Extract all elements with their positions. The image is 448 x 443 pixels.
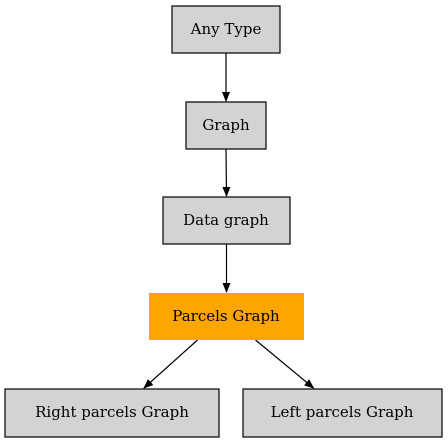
node-graph[interactable]: Graph <box>185 101 267 150</box>
node-label: Left parcels Graph <box>271 403 414 421</box>
node-data-graph[interactable]: Data graph <box>162 196 291 245</box>
node-label: Data graph <box>183 211 269 229</box>
node-parcels-graph[interactable]: Parcels Graph <box>149 293 304 340</box>
edge-parcels-graph-to-right-parcels-graph <box>143 339 198 389</box>
edge-parcels-graph-to-left-parcels-graph <box>255 339 315 389</box>
node-label: Any Type <box>190 20 262 38</box>
edge-graph-to-data-graph <box>222 148 231 197</box>
node-box <box>185 101 267 150</box>
node-left-parcels-graph[interactable]: Left parcels Graph <box>242 388 443 438</box>
node-box <box>4 388 220 438</box>
node-box <box>242 388 443 438</box>
node-label: Parcels Graph <box>172 307 280 325</box>
node-any-type[interactable]: Any Type <box>171 5 281 54</box>
node-box <box>149 293 304 340</box>
node-label: Right parcels Graph <box>35 403 189 421</box>
node-right-parcels-graph[interactable]: Right parcels Graph <box>4 388 220 438</box>
edges-layer <box>143 53 315 389</box>
node-box <box>171 5 281 54</box>
node-box <box>162 196 291 245</box>
node-label: Graph <box>202 116 250 134</box>
